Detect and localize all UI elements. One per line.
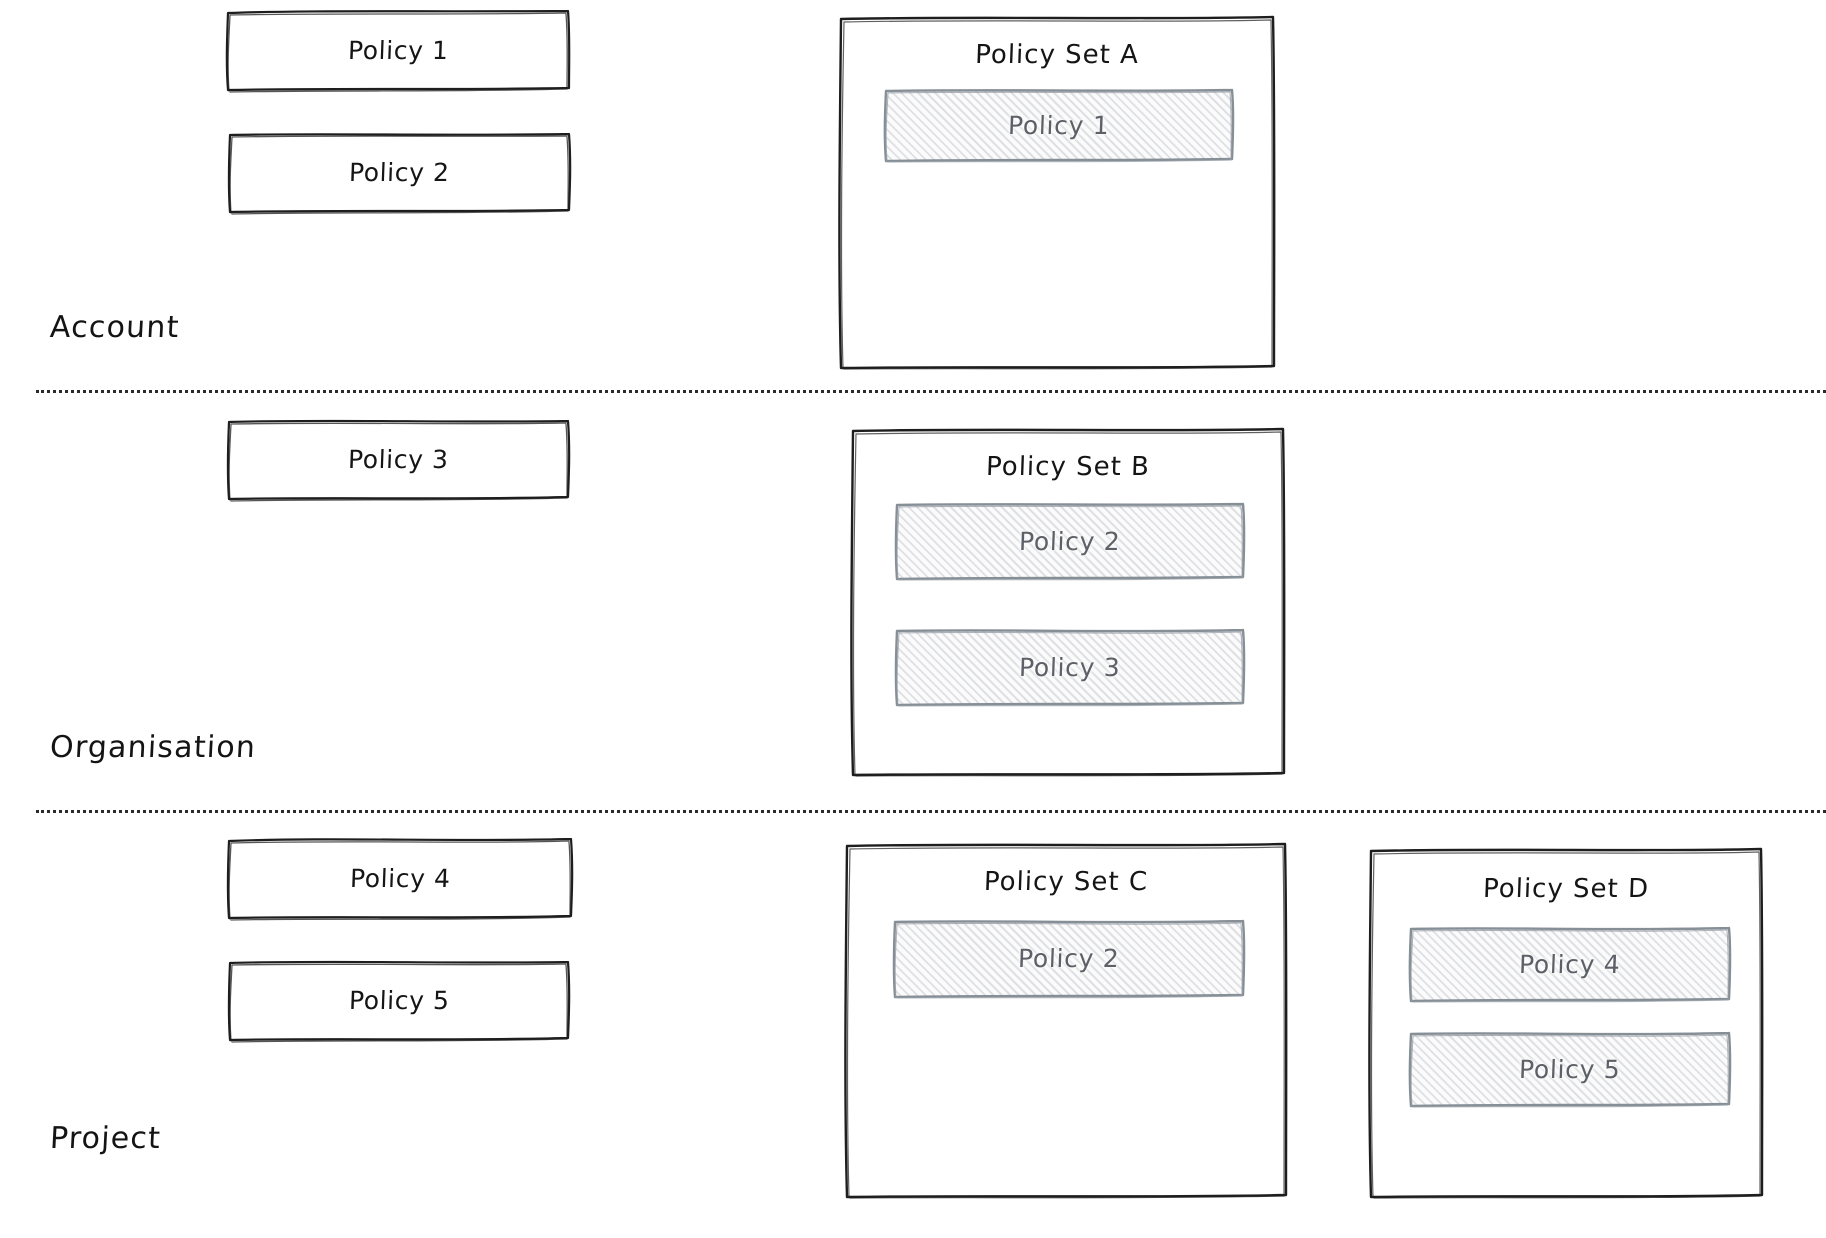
policy-chip-policy-2[interactable]: Policy 2 <box>894 502 1246 581</box>
band-label-project: Project <box>49 1121 162 1156</box>
policy-chip-label: Policy 1 <box>1007 110 1111 140</box>
policy-set-b[interactable]: Policy Set B Policy 2 Policy 3 <box>850 427 1286 777</box>
policy-chip-policy-4[interactable]: Policy 4 <box>1408 926 1732 1003</box>
policy-box-label: Policy 5 <box>348 985 450 1015</box>
band-label-organisation: Organisation <box>49 730 258 765</box>
policy-set-c[interactable]: Policy Set C Policy 2 <box>844 842 1288 1199</box>
policy-chip-label: Policy 3 <box>1018 652 1122 682</box>
divider-organisation-project <box>36 810 1826 813</box>
policy-box-policy-1[interactable]: Policy 1 <box>225 9 571 93</box>
policy-set-title: Policy Set A <box>974 40 1140 70</box>
band-label-account: Account <box>49 310 181 345</box>
policy-box-label: Policy 2 <box>348 157 451 187</box>
policy-chip-policy-2[interactable]: Policy 2 <box>892 919 1246 999</box>
policy-box-label: Policy 3 <box>347 444 450 474</box>
policy-box-policy-2[interactable]: Policy 2 <box>227 132 572 215</box>
policy-box-policy-4[interactable]: Policy 4 <box>226 837 574 921</box>
policy-box-label: Policy 1 <box>347 35 450 65</box>
policy-box-policy-5[interactable]: Policy 5 <box>227 960 571 1043</box>
policy-chip-policy-3[interactable]: Policy 3 <box>894 628 1246 707</box>
policy-set-d[interactable]: Policy Set D Policy 4 Policy 5 <box>1368 847 1764 1199</box>
policy-chip-policy-5[interactable]: Policy 5 <box>1408 1031 1732 1108</box>
policy-set-title: Policy Set D <box>1482 874 1650 904</box>
policy-chip-label: Policy 4 <box>1518 949 1622 979</box>
policy-chip-label: Policy 5 <box>1518 1054 1622 1084</box>
divider-account-organisation <box>36 390 1826 393</box>
policy-box-policy-3[interactable]: Policy 3 <box>226 419 571 502</box>
policy-set-title: Policy Set C <box>983 867 1149 897</box>
policy-set-a[interactable]: Policy Set A Policy 1 <box>838 15 1276 370</box>
policy-chip-label: Policy 2 <box>1017 944 1121 973</box>
policy-box-label: Policy 4 <box>349 863 451 893</box>
policy-chip-label: Policy 2 <box>1018 526 1122 556</box>
policy-set-title: Policy Set B <box>985 452 1151 482</box>
policy-chip-policy-1[interactable]: Policy 1 <box>883 88 1235 163</box>
